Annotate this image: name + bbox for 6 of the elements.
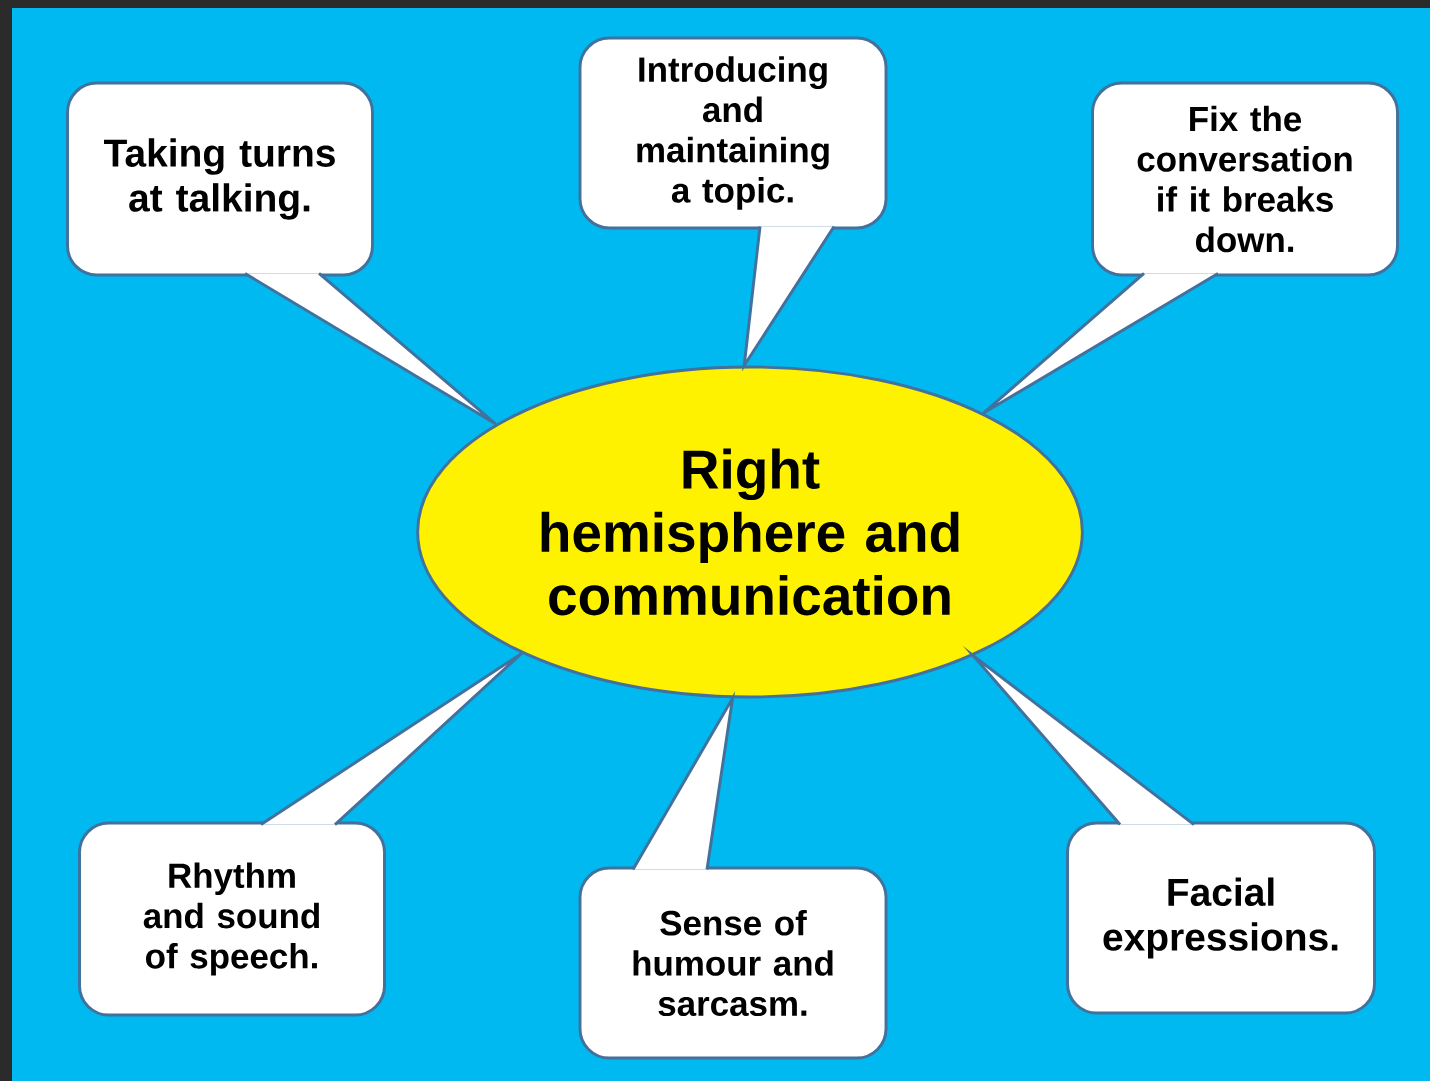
speech-bubble: Rhythm and sound of speech. [78, 651, 524, 1017]
speech-bubble: Taking turns at talking. [66, 81, 498, 426]
speech-bubble: Facial expressions. [962, 645, 1376, 1015]
speech-bubble: Introducing and maintaining a topic. [578, 36, 888, 372]
speech-bubble: Sense of humour and sarcasm. [578, 690, 888, 1060]
speech-bubble: Fix the conversation if it breaks down. [982, 81, 1399, 415]
